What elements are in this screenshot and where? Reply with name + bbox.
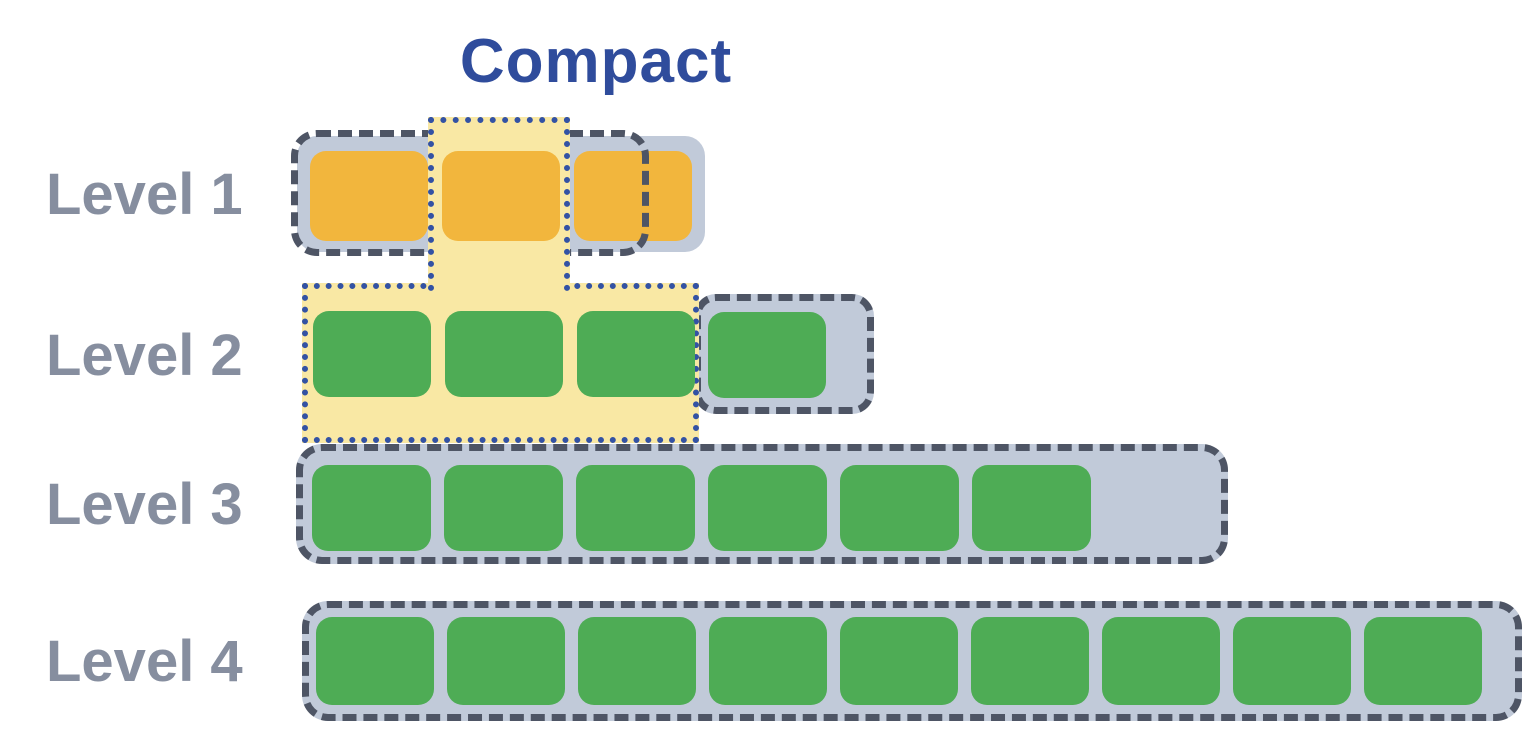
sst-file-block — [1364, 617, 1482, 705]
sst-file-block — [313, 311, 431, 397]
sst-file-block — [708, 465, 827, 551]
level-2-label: Level 2 — [46, 322, 243, 388]
level-3-container — [296, 444, 1228, 564]
sst-file-block — [447, 617, 565, 705]
level-1-container — [297, 136, 705, 252]
sst-file-block — [444, 465, 563, 551]
sst-file-block — [840, 617, 958, 705]
compaction-highlight-region — [302, 283, 699, 443]
sst-file-block — [577, 311, 695, 397]
level-4-label: Level 4 — [46, 628, 243, 694]
sst-file-block — [1102, 617, 1220, 705]
sst-file-block — [574, 151, 692, 241]
sst-file-block — [310, 151, 428, 241]
sst-file-block — [708, 312, 826, 398]
sst-file-block — [445, 311, 563, 397]
sst-file-block — [972, 465, 1091, 551]
level-3-label: Level 3 — [46, 471, 243, 537]
sst-file-block — [840, 465, 959, 551]
sst-file-block — [578, 617, 696, 705]
sst-file-block — [316, 617, 434, 705]
diagram-title: Compact — [459, 26, 733, 96]
sst-file-block — [312, 465, 431, 551]
sst-file-block — [1233, 617, 1351, 705]
sst-file-block — [971, 617, 1089, 705]
sst-file-block — [709, 617, 827, 705]
level-1-label: Level 1 — [46, 161, 243, 227]
sst-file-block — [442, 151, 560, 241]
level-4-container — [302, 601, 1522, 721]
sst-file-block — [576, 465, 695, 551]
level-2-extra-container — [694, 294, 874, 414]
